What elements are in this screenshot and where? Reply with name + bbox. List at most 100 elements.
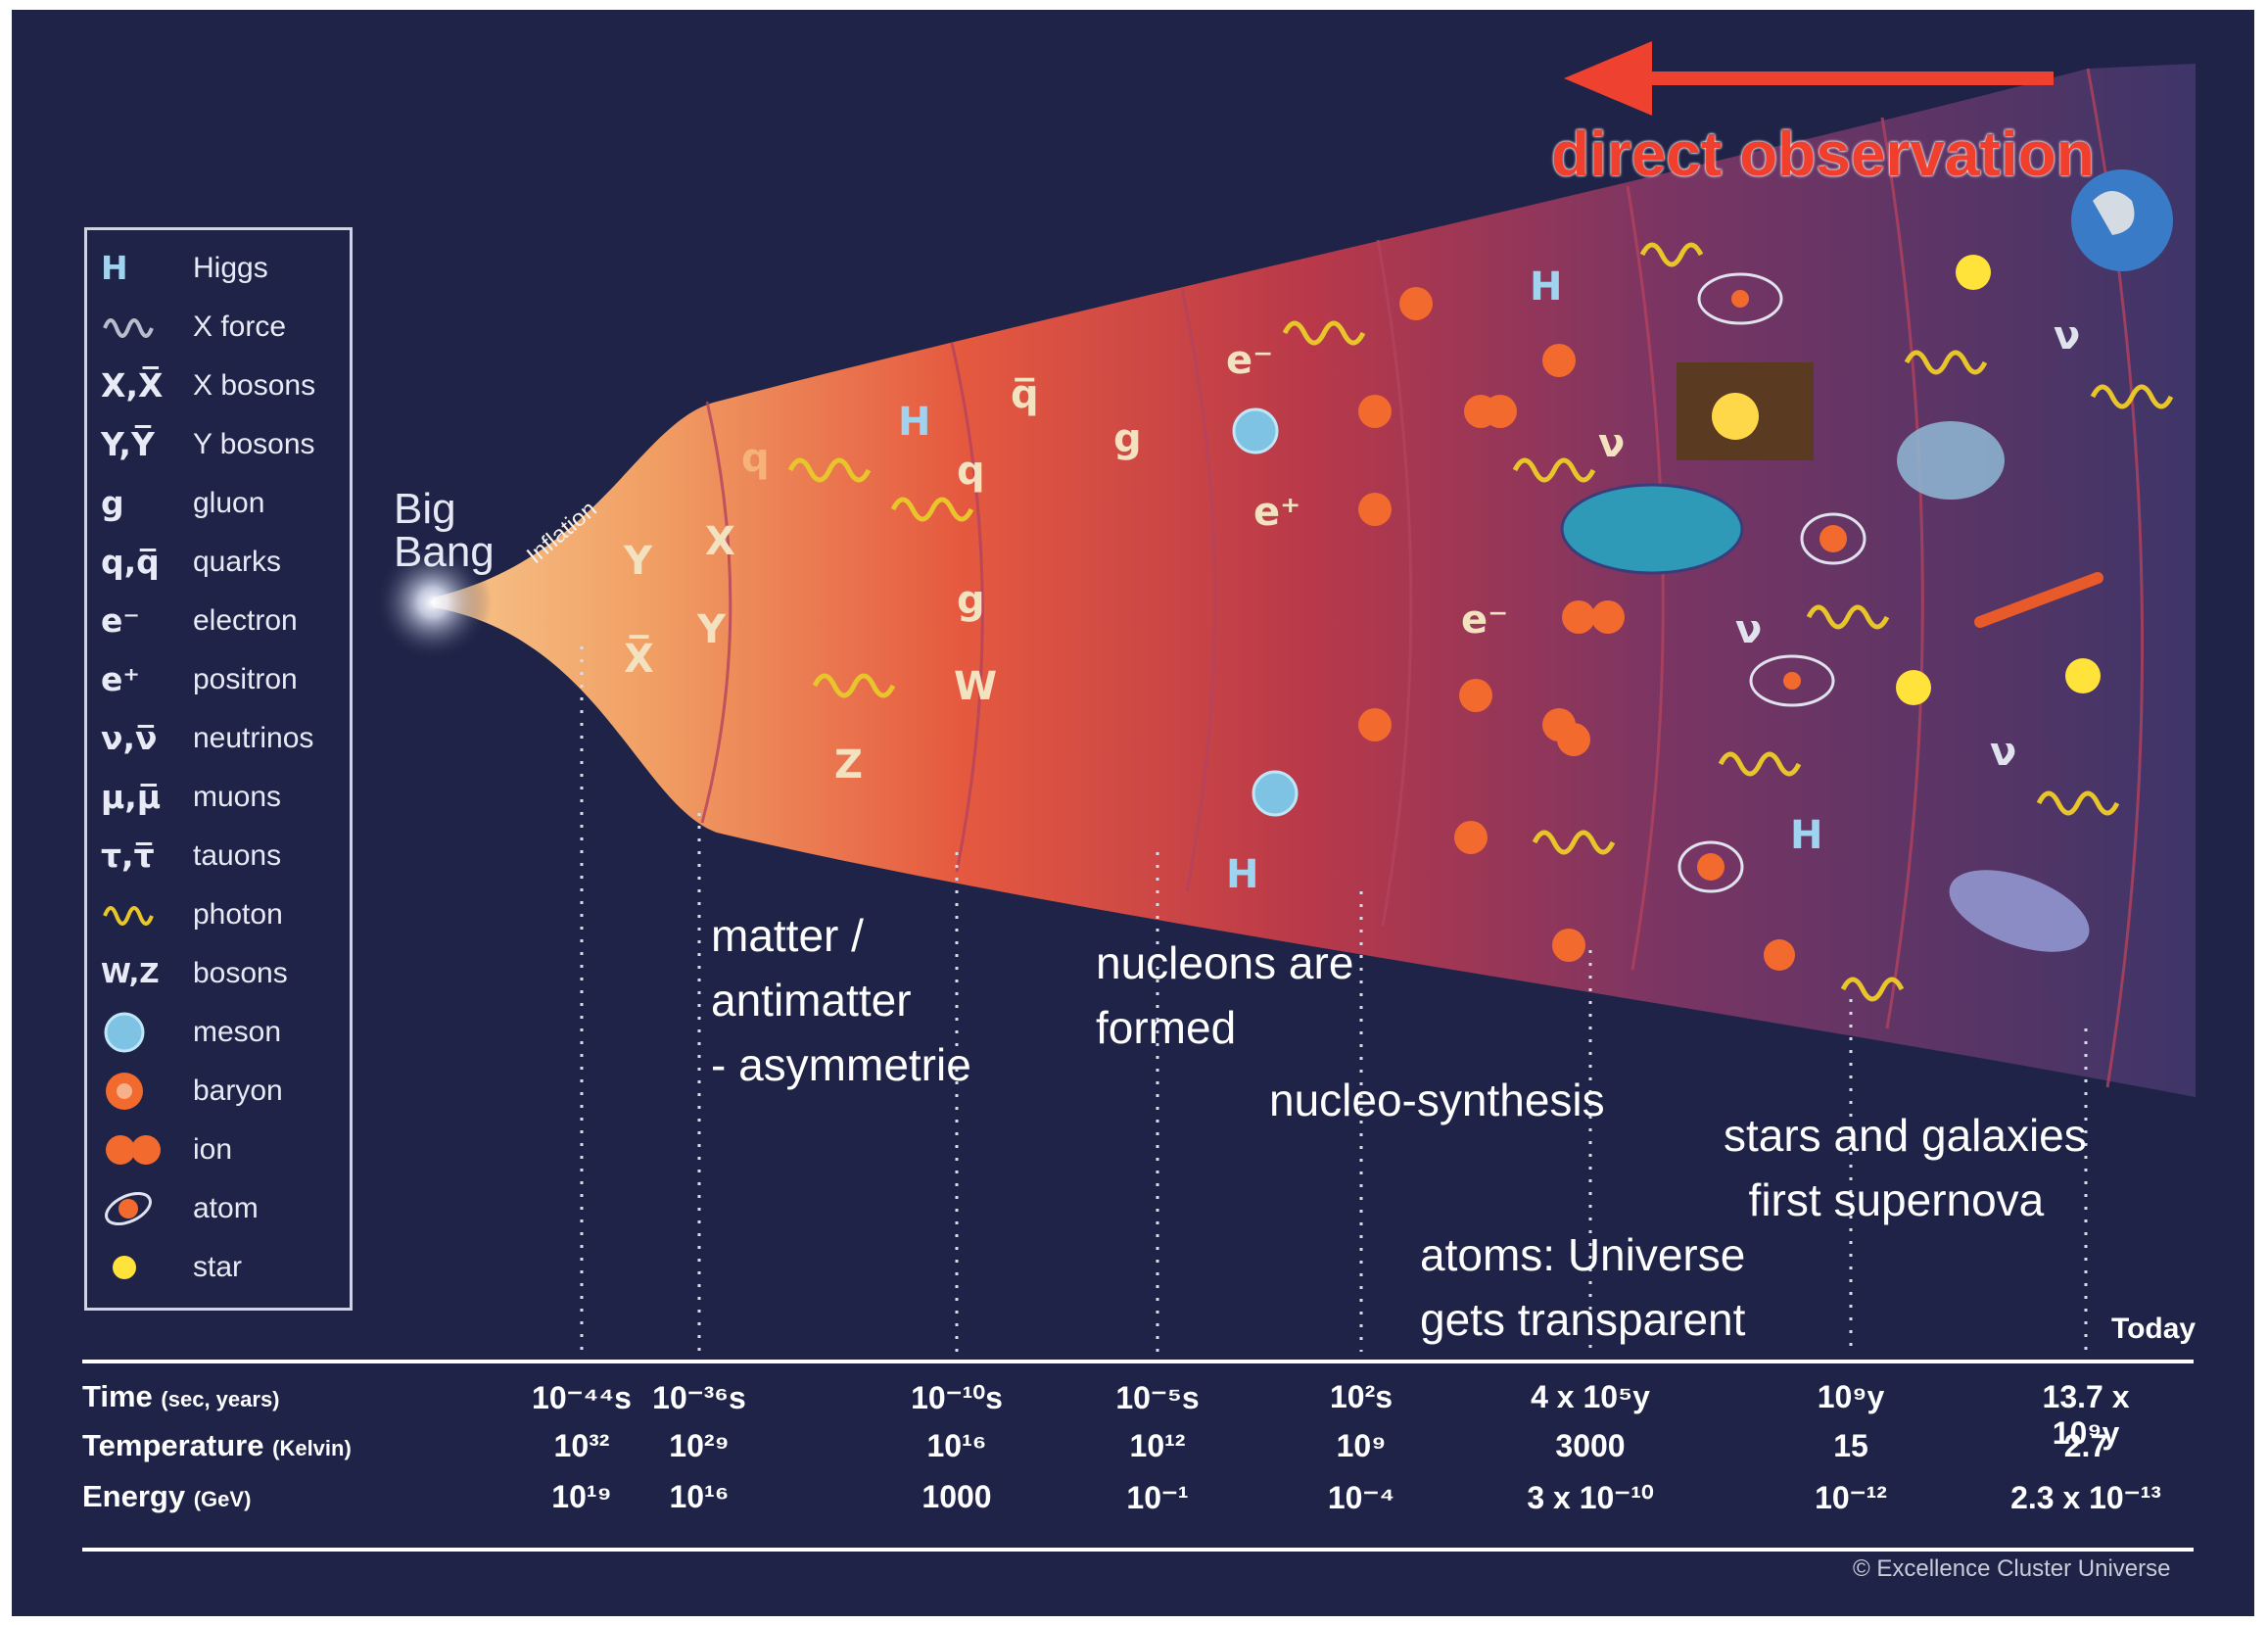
timeline-temperature-value: 10³² [553,1428,610,1463]
legend-label: X force [193,311,287,343]
timeline-time-value: 10⁻³⁶s [652,1380,746,1415]
legend-label: positron [193,663,298,695]
copyright: © Excellence Cluster Universe [1853,1555,2171,1582]
axis-unit: (Kelvin) [272,1436,352,1460]
timeline-energy-value: 10¹⁹ [551,1479,612,1514]
particle-nu: ν [1735,607,1763,652]
legend: H Higgs X force X,X̅ X bosons Y,Y̅ Y bos… [84,227,353,1311]
legend-label: tauons [193,839,282,872]
legend-label: bosons [193,957,288,989]
legend-label: star [193,1251,243,1283]
photon-wave-icon [101,886,179,943]
epoch-atoms: atoms: Universe gets transparent [1420,1229,1746,1345]
legend-symbol: Y,Y̅ [101,425,155,463]
axis-name: Temperature [82,1428,264,1462]
legend-symbol: τ,τ̅ [101,836,155,875]
star-icon [101,1239,179,1296]
legend-item-x-force: X force [87,299,350,356]
timeline-temperature-value: 10²⁹ [669,1428,730,1463]
particle-H: H [898,400,931,445]
legend-item-atom: atom [87,1180,350,1237]
epoch-stars-galaxies: stars and galaxies first supernova [1724,1110,2087,1225]
legend-symbol: H [101,249,128,287]
particle-nu: ν [2054,313,2081,358]
legend-item-electron: e⁻ electron [87,593,350,649]
particle-Z: Z [834,742,864,788]
particle-e: e⁻ [1226,338,1274,383]
epoch-matter-antimatter: matter / antimatter - asymmetrie [711,910,971,1090]
legend-item-positron: e⁺ positron [87,651,350,708]
legend-item-higgs: H Higgs [87,240,350,297]
big-bang-word-1: Big [394,485,456,533]
cone-artwork [82,41,2196,1552]
legend-item-y-bosons: Y,Y̅ Y bosons [87,416,350,473]
legend-item-quarks: q,q̅ quarks [87,534,350,591]
particle-q: q [957,449,985,494]
big-bang-label: Big Bang [394,488,495,574]
particle-e: e⁻ [1461,597,1509,643]
axis-unit: (sec, years) [161,1387,280,1411]
particle-X: X [705,519,735,564]
legend-item-photon: photon [87,886,350,943]
legend-label: baryon [193,1075,283,1107]
particle-q: q̅ [1011,372,1039,417]
timeline-energy-value: 10⁻¹² [1815,1480,1887,1515]
timeline-time-value: 10⁻⁴⁴s [532,1380,632,1415]
timeline-temperature-value: 15 [1833,1428,1868,1463]
particle-nu: ν [1598,421,1626,466]
timeline-energy-value: 10⁻¹ [1126,1480,1189,1515]
axis-label-time: Time (sec, years) [82,1379,280,1414]
particle-H: H [1790,813,1823,858]
atom-icon [101,1180,179,1237]
timeline-temperature-value: 3000 [1555,1428,1626,1463]
axis-name: Time [82,1379,153,1413]
legend-symbol: e⁻ [101,601,140,640]
baryon-icon [101,1063,179,1120]
legend-item-tauons: τ,τ̅ tauons [87,828,350,884]
star-shapes [1896,255,2101,705]
big-bang-word-2: Bang [394,528,495,576]
particle-e: e⁺ [1253,490,1301,535]
timeline-temperature-value: 10¹⁶ [926,1428,987,1463]
particle-Y: Y [624,539,652,584]
particle-g: g [1113,416,1142,461]
atom-shapes [1677,272,1866,893]
legend-label: Y bosons [193,428,315,460]
timeline-energy-value: 3 x 10⁻¹⁰ [1527,1480,1654,1515]
legend-symbol: ν,ν̅ [101,719,158,757]
comet [1974,572,2103,628]
nebula [1897,421,2005,500]
legend-label: Higgs [193,252,268,284]
timeline-time-value: 4 x 10⁵y [1531,1379,1650,1414]
ion-dots [1358,287,1625,962]
timeline-energy-value: 10¹⁶ [669,1479,730,1514]
axis-name: Energy [82,1479,186,1513]
particle-W: W [954,664,998,709]
gray-wave-icon [101,299,179,356]
particle-H: H [1530,264,1563,310]
legend-item-wz-bosons: W,Z bosons [87,945,350,1002]
legend-symbol: W,Z [101,957,160,989]
legend-label: photon [193,898,283,931]
epoch-nucleosynthesis: nucleo-synthesis [1269,1075,1605,1125]
particle-Y: Y [697,607,726,652]
particle-nu: ν [1990,730,2017,775]
timeline-time-value: 10⁻⁵s [1115,1380,1200,1415]
legend-label: quarks [193,546,282,578]
legend-item-ion: ion [87,1122,350,1178]
particle-X: X̅ [624,637,654,682]
direct-observation-arrow [1564,41,2054,116]
legend-symbol: q,q̅ [101,543,160,581]
legend-item-meson: meson [87,1004,350,1061]
legend-item-star: star [87,1239,350,1296]
legend-symbol: g [101,484,124,522]
timeline-energy-value: 2.3 x 10⁻¹³ [2010,1480,2161,1515]
legend-label: gluon [193,487,265,519]
particle-H: H [1226,852,1259,897]
particle-q: q [741,436,770,481]
direct-observation-label: direct observation [1551,119,2095,189]
timeline-temperature-value: 2.7 [2063,1428,2108,1463]
axis-unit: (GeV) [193,1487,252,1511]
axis-label-temperature: Temperature (Kelvin) [82,1428,352,1463]
legend-item-baryon: baryon [87,1063,350,1120]
